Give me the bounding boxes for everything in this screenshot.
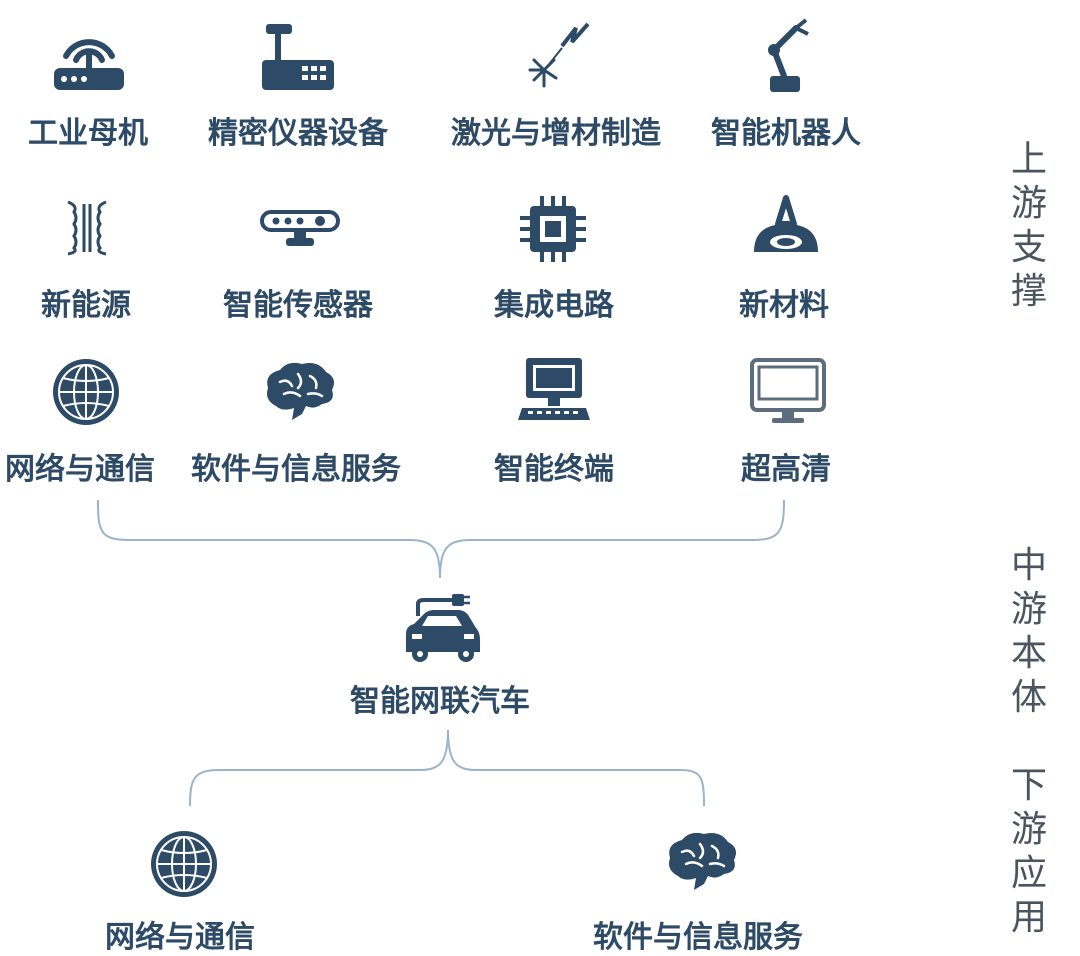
sensor-icon xyxy=(260,206,340,250)
node-label: 超高清 xyxy=(741,452,831,487)
side-label-char: 应 xyxy=(1010,853,1047,894)
instrument-icon xyxy=(258,22,338,94)
material-icon xyxy=(748,194,824,264)
node-label: 软件与信息服务 xyxy=(191,452,401,487)
side-label-char: 下 xyxy=(1010,765,1047,806)
node-label: 激光与增材制造 xyxy=(451,116,661,151)
node-label: 智能终端 xyxy=(494,452,614,487)
side-label-char: 用 xyxy=(1010,897,1047,938)
node-label: 网络与通信 xyxy=(5,452,155,487)
computer-icon xyxy=(516,356,592,426)
side-label-char: 支 xyxy=(1010,227,1047,268)
side-label-downstream: 下 游 应 用 xyxy=(1006,764,1052,940)
side-label-char: 本 xyxy=(1010,633,1047,674)
brain-icon xyxy=(262,360,338,422)
side-label-char: 撑 xyxy=(1010,271,1047,312)
robot-arm-icon xyxy=(752,14,822,96)
node-label: 工业母机 xyxy=(28,116,148,151)
side-label-upstream: 上 游 支 撑 xyxy=(1006,138,1052,314)
router-icon xyxy=(50,26,128,94)
node-label: 新材料 xyxy=(739,288,829,323)
globe-icon xyxy=(146,826,222,902)
side-label-char: 中 xyxy=(1010,545,1047,586)
node-label: 精密仪器设备 xyxy=(208,116,388,151)
node-label: 集成电路 xyxy=(494,288,614,323)
globe-icon xyxy=(48,354,124,430)
side-label-char: 体 xyxy=(1010,677,1047,718)
connected-car-icon xyxy=(400,594,482,666)
side-label-char: 游 xyxy=(1010,589,1047,630)
brain-icon xyxy=(664,830,740,892)
side-label-char: 游 xyxy=(1010,809,1047,850)
node-label: 智能机器人 xyxy=(711,116,861,151)
node-label: 新能源 xyxy=(41,288,131,323)
monitor-icon xyxy=(748,356,828,426)
transformer-icon xyxy=(64,196,110,258)
chip-icon xyxy=(518,194,588,264)
node-label: 智能传感器 xyxy=(223,288,373,323)
node-label: 网络与通信 xyxy=(105,920,255,955)
side-label-midstream: 中 游 本 体 xyxy=(1006,544,1052,720)
node-label: 软件与信息服务 xyxy=(593,920,803,955)
upstream-bracket xyxy=(97,499,785,579)
side-label-char: 游 xyxy=(1010,183,1047,224)
node-label: 智能网联汽车 xyxy=(350,684,530,719)
downstream-bracket xyxy=(189,729,705,807)
side-label-char: 上 xyxy=(1010,139,1047,180)
laser-icon xyxy=(516,20,596,92)
